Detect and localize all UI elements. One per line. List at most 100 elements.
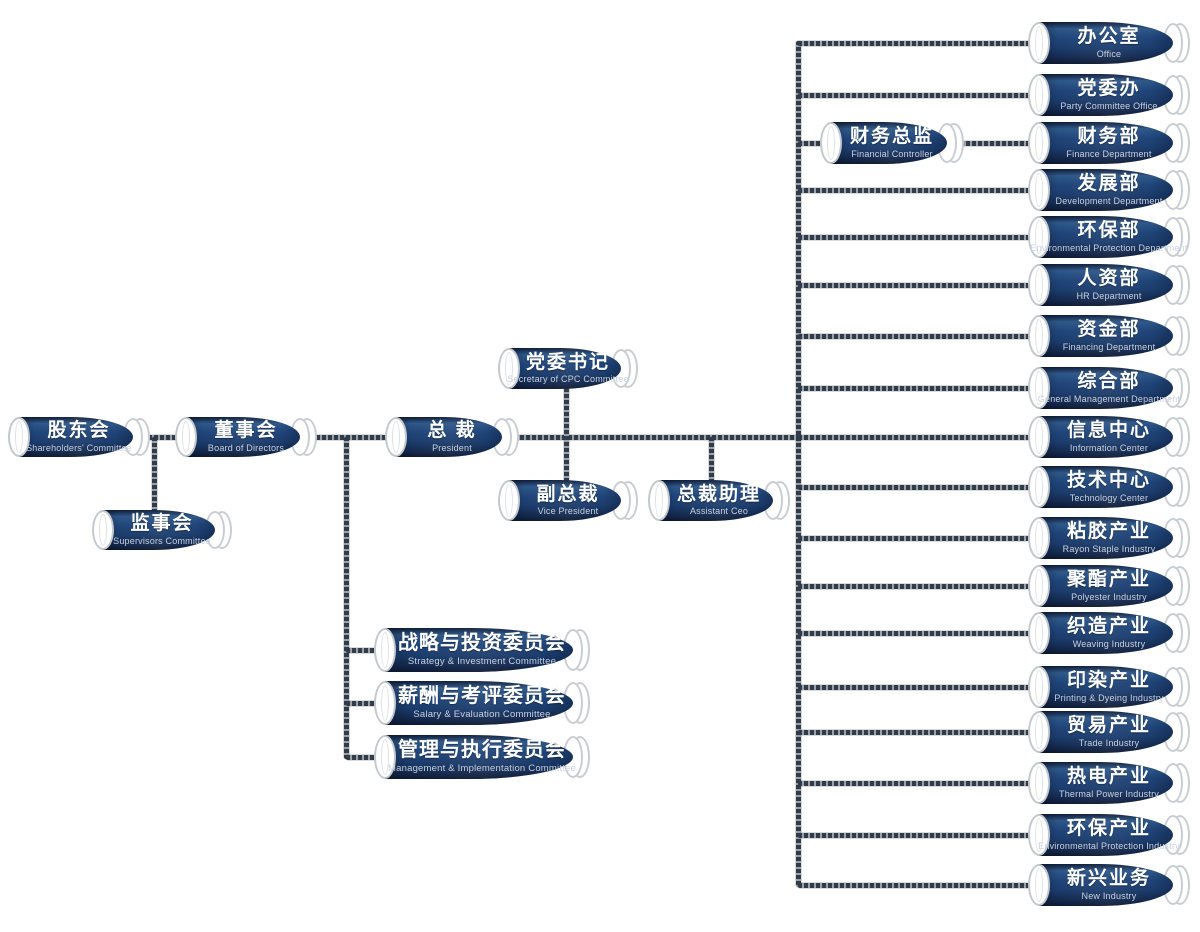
org-node-weaving-industry: 织造产业 Weaving Industry xyxy=(1028,612,1190,654)
org-node-shareholders: 股东会 Shareholders' Committee xyxy=(8,417,150,457)
connector-line-horizontal xyxy=(798,730,1045,735)
cylinder-mouth-icon xyxy=(1028,315,1050,357)
cylinder-body xyxy=(385,681,573,725)
node-subtitle-en: Environmental Protection Industry xyxy=(1038,840,1180,851)
connector-line-horizontal xyxy=(798,93,1045,98)
cylinder-body xyxy=(1039,216,1173,258)
node-subtitle-en: Salary & Evaluation Committee xyxy=(413,709,551,720)
connector-line-horizontal xyxy=(798,235,1045,240)
cylinder-body xyxy=(1039,565,1173,607)
cylinder-body xyxy=(659,480,773,521)
org-node-polyester-industry: 聚酯产业 Polyester Industry xyxy=(1028,565,1190,607)
cylinder-body xyxy=(1039,612,1173,654)
node-subtitle-en: Environmental Protection Department xyxy=(1030,242,1188,253)
node-label: 人资部 HR Department xyxy=(1042,264,1176,306)
node-label: 贸易产业 Trade Industry xyxy=(1042,711,1176,753)
org-node-environmental-protection-department: 环保部 Environmental Protection Department xyxy=(1028,216,1190,258)
cylinder-body xyxy=(509,480,621,521)
node-label: 粘胶产业 Rayon Staple Industry xyxy=(1042,517,1176,559)
node-label: 财务部 Finance Department xyxy=(1042,122,1176,164)
org-node-development-department: 发展部 Development Department xyxy=(1028,169,1190,211)
cylinder-mouth-icon xyxy=(1028,864,1050,906)
node-title-zh: 总裁助理 xyxy=(676,483,761,505)
node-label: 总裁助理 Assistant Ceo xyxy=(662,480,776,521)
node-title-zh: 热电产业 xyxy=(1066,766,1151,788)
cylinder-body xyxy=(1039,122,1173,164)
node-label: 监事会 Supervisors Committee xyxy=(106,510,218,550)
org-node-new-industry: 新兴业务 New Industry xyxy=(1028,864,1190,906)
node-title-zh: 织造产业 xyxy=(1066,616,1151,638)
cylinder-mouth-icon xyxy=(1028,565,1050,607)
node-title-zh: 财务总监 xyxy=(849,126,934,148)
node-title-zh: 管理与执行委员会 xyxy=(398,739,566,761)
org-node-management-committee: 管理与执行委员会 Management & Implementation Com… xyxy=(374,735,590,779)
cylinder-mouth-icon xyxy=(374,681,396,725)
node-label: 印染产业 Printing & Dyeing Industry xyxy=(1042,666,1176,708)
node-subtitle-en: Polyester Industry xyxy=(1071,591,1147,602)
node-title-zh: 战略与投资委员会 xyxy=(398,632,566,654)
connector-line-horizontal xyxy=(798,485,1045,490)
cylinder-mouth-icon xyxy=(385,417,407,457)
org-node-cpc-secretary: 党委书记 Secretary of CPC Committee xyxy=(498,348,638,389)
node-label: 党委办 Party Committee Office xyxy=(1042,74,1176,116)
node-title-zh: 股东会 xyxy=(47,420,111,442)
node-title-zh: 财务部 xyxy=(1077,126,1141,148)
cylinder-mouth-icon xyxy=(1028,22,1050,64)
node-title-zh: 贸易产业 xyxy=(1066,715,1151,737)
connector-line-horizontal xyxy=(798,536,1045,541)
node-label: 董事会 Board of Directors xyxy=(189,417,303,457)
node-title-zh: 发展部 xyxy=(1077,173,1141,195)
org-node-printing-dyeing-industry: 印染产业 Printing & Dyeing Industry xyxy=(1028,666,1190,708)
node-subtitle-en: Technology Center xyxy=(1069,492,1149,503)
org-node-strategy-committee: 战略与投资委员会 Strategy & Investment Committee xyxy=(374,628,590,672)
node-title-zh: 总 裁 xyxy=(427,420,477,442)
node-title-zh: 办公室 xyxy=(1077,26,1141,48)
node-subtitle-en: Development Department xyxy=(1055,195,1163,206)
cylinder-body xyxy=(1039,315,1173,357)
cylinder-mouth-icon xyxy=(1028,466,1050,508)
org-node-information-center: 信息中心 Information Center xyxy=(1028,416,1190,458)
node-subtitle-en: HR Department xyxy=(1076,290,1142,301)
node-label: 财务总监 Financial Controller xyxy=(834,122,950,164)
cylinder-body xyxy=(1039,367,1173,409)
cylinder-mouth-icon xyxy=(8,417,30,457)
cylinder-body xyxy=(1039,666,1173,708)
connector-line-horizontal xyxy=(798,584,1045,589)
org-node-general-management-department: 综合部 General Management Department xyxy=(1028,367,1190,409)
node-label: 技术中心 Technology Center xyxy=(1042,466,1176,508)
cylinder-body xyxy=(19,417,133,457)
node-title-zh: 人资部 xyxy=(1077,268,1141,290)
cylinder-body xyxy=(1039,864,1173,906)
cylinder-mouth-icon xyxy=(1028,612,1050,654)
cylinder-mouth-icon xyxy=(1028,711,1050,753)
node-label: 资金部 Financing Department xyxy=(1042,315,1176,357)
node-label: 办公室 Office xyxy=(1042,22,1176,64)
node-label: 聚酯产业 Polyester Industry xyxy=(1042,565,1176,607)
connector-line-horizontal xyxy=(798,781,1045,786)
node-label: 信息中心 Information Center xyxy=(1042,416,1176,458)
cylinder-body xyxy=(1039,416,1173,458)
node-label: 环保部 Environmental Protection Department xyxy=(1030,216,1187,258)
node-subtitle-en: Finance Department xyxy=(1066,148,1152,159)
cylinder-body xyxy=(1039,74,1173,116)
node-subtitle-en: Board of Directors xyxy=(207,442,285,453)
node-title-zh: 环保部 xyxy=(1077,220,1141,242)
connector-line-vertical xyxy=(796,41,801,887)
node-subtitle-en: Financial Controller xyxy=(851,148,933,159)
cylinder-mouth-icon xyxy=(374,628,396,672)
node-subtitle-en: Printing & Dyeing Industry xyxy=(1054,692,1164,703)
cylinder-body xyxy=(1039,264,1173,306)
connector-line-horizontal xyxy=(798,435,1045,440)
connector-line-horizontal xyxy=(798,386,1045,391)
node-label: 综合部 General Management Department xyxy=(1038,367,1180,409)
node-title-zh: 薪酬与考评委员会 xyxy=(398,685,566,707)
node-label: 环保产业 Environmental Protection Industry xyxy=(1038,814,1179,856)
org-node-vice-president: 副总裁 Vice President xyxy=(498,480,638,521)
org-node-salary-committee: 薪酬与考评委员会 Salary & Evaluation Committee xyxy=(374,681,590,725)
node-title-zh: 党委办 xyxy=(1077,78,1141,100)
cylinder-mouth-icon xyxy=(175,417,197,457)
node-subtitle-en: Weaving Industry xyxy=(1072,638,1146,649)
connector-line-vertical xyxy=(564,370,569,502)
cylinder-mouth-icon xyxy=(648,480,670,521)
